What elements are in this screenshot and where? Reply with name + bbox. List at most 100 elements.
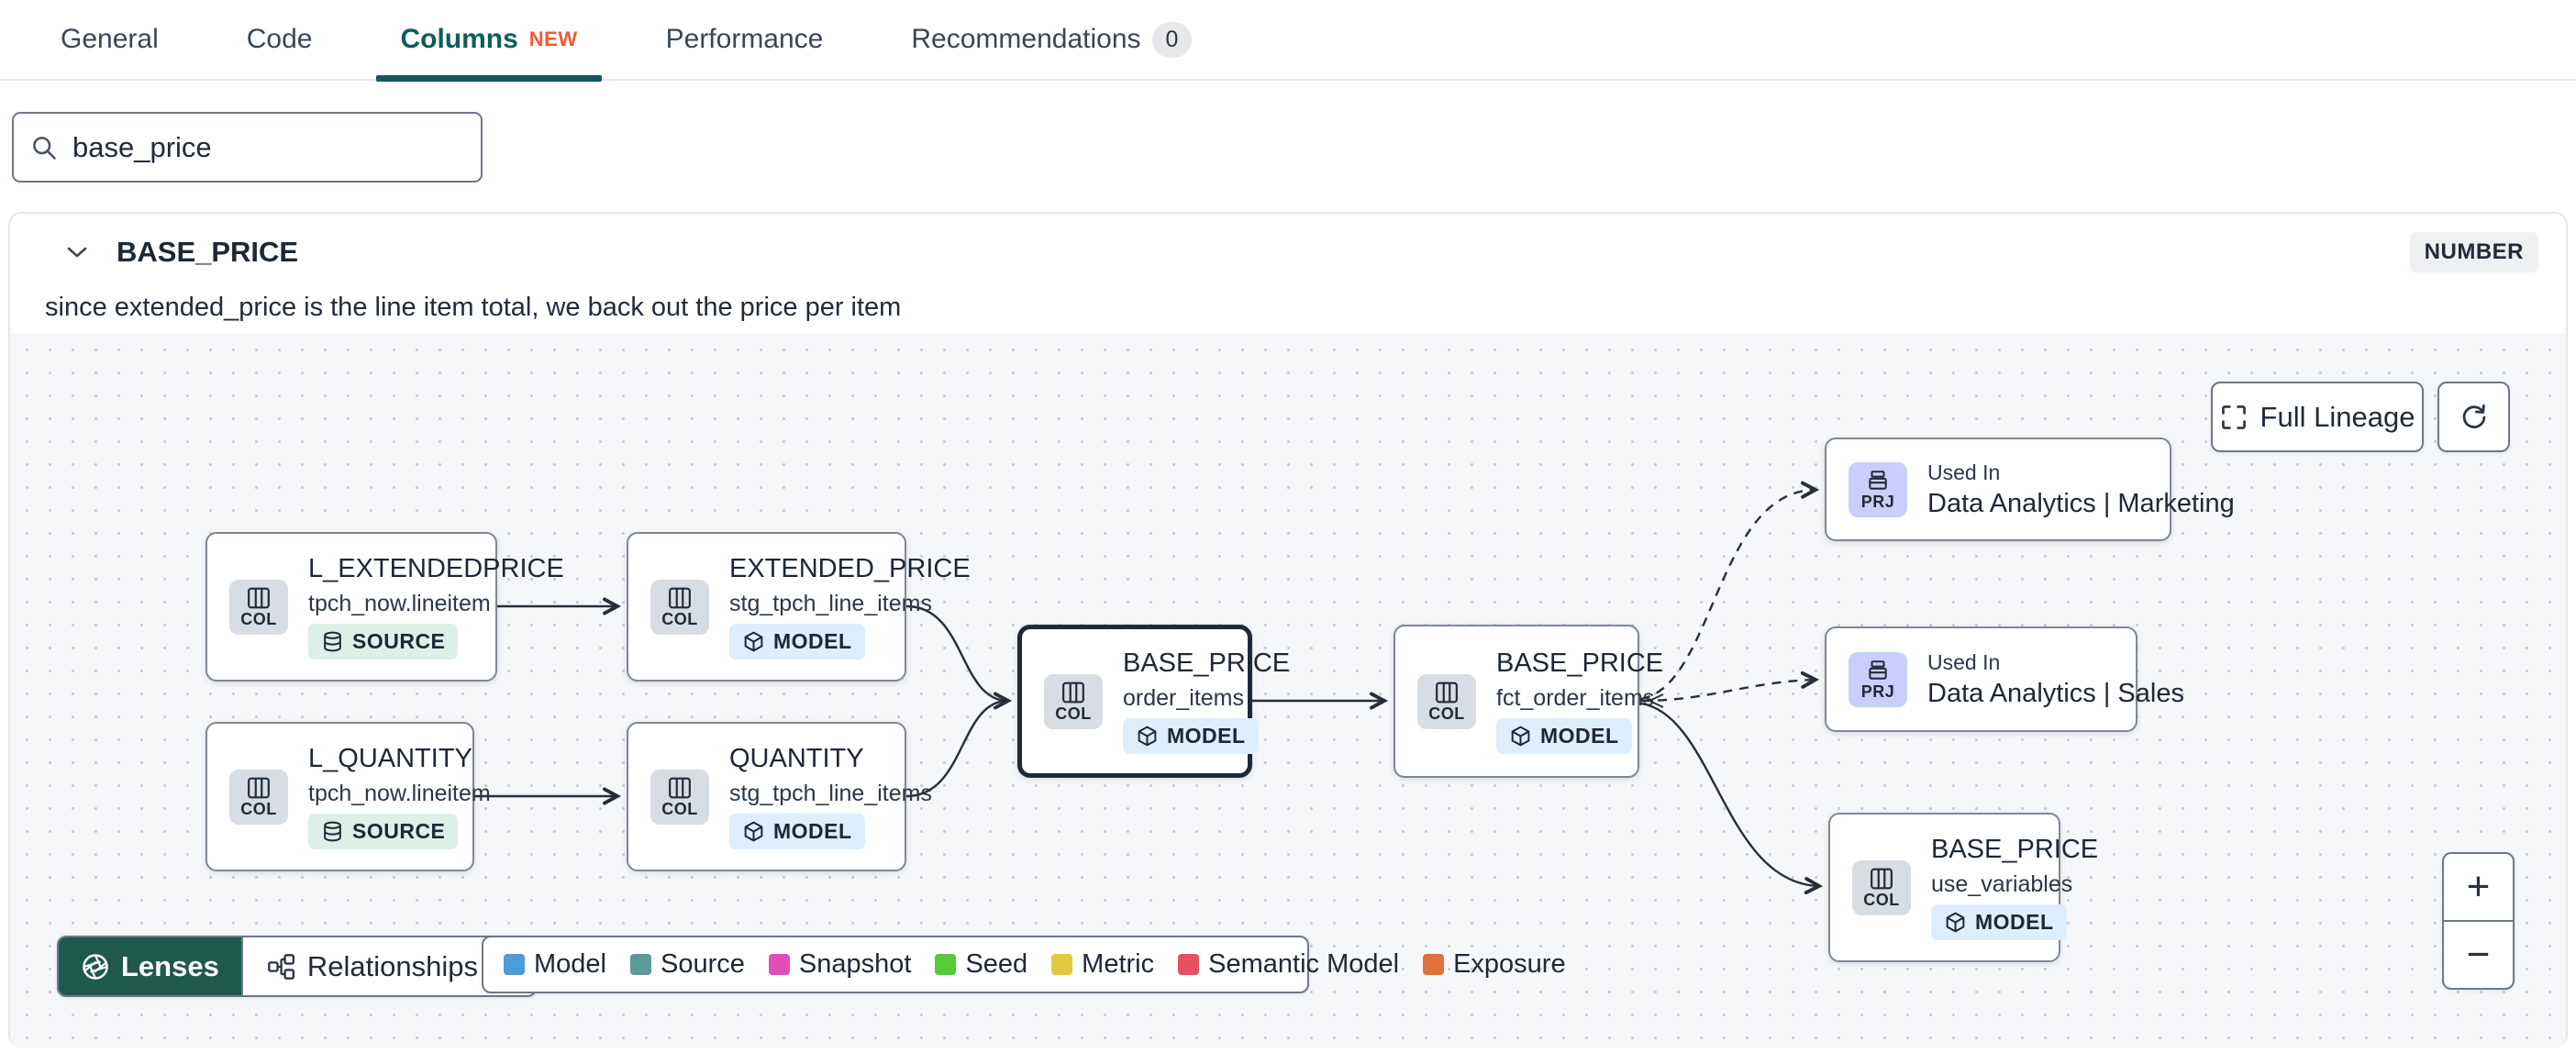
- collapse-chevron-icon[interactable]: [65, 245, 89, 260]
- node-title: L_EXTENDEDPRICE: [308, 554, 564, 583]
- resource-badge-model: MODEL: [1123, 718, 1259, 754]
- column-name: BASE_PRICE: [117, 236, 299, 268]
- legend-label: Exposure: [1453, 949, 1566, 979]
- node-subtitle: order_items: [1123, 685, 1244, 711]
- tab-label: Recommendations: [911, 24, 1141, 54]
- project-chip: PRJ: [1849, 651, 1907, 707]
- tab-label: Performance: [665, 24, 824, 54]
- node-title: QUANTITY: [729, 744, 864, 773]
- column-chip: COL: [229, 579, 288, 635]
- node-title: Data Analytics | Sales: [1927, 678, 2184, 708]
- cube-icon: [1511, 726, 1530, 747]
- refresh-button[interactable]: [2437, 382, 2510, 452]
- legend-swatch: [768, 954, 790, 975]
- node-subtitle: tpch_now.lineitem: [308, 591, 491, 616]
- node-subtitle: stg_tpch_line_items: [729, 591, 932, 616]
- resource-badge-label: SOURCE: [352, 819, 446, 843]
- new-badge: NEW: [528, 28, 578, 50]
- node-title: BASE_PRICE: [1496, 648, 1664, 678]
- node-subtitle: fct_order_items: [1496, 685, 1655, 711]
- legend-item-metric: Metric: [1051, 949, 1154, 980]
- cube-icon: [1138, 726, 1157, 747]
- lineage-node-base-price-fct-order-items[interactable]: COL BASE_PRICE fct_order_items MODEL: [1393, 625, 1663, 778]
- lineage-node-base-price-order-items[interactable]: COL BASE_PRICE order_items MODEL: [1017, 625, 1290, 778]
- legend-swatch: [1423, 954, 1445, 975]
- lineage-node-l-quantity[interactable]: COL L_QUANTITY tpch_now.lineitem SOURCE: [205, 722, 491, 871]
- tab-code[interactable]: Code: [247, 0, 313, 80]
- chip-label: PRJ: [1860, 492, 1895, 511]
- legend-item-model: Model: [504, 949, 606, 980]
- lineage-legend: Model Source Snapshot Seed Metric Semant…: [482, 936, 1566, 993]
- lenses-button[interactable]: Lenses: [59, 937, 241, 995]
- resource-badge-label: MODEL: [1975, 910, 2054, 934]
- legend-swatch: [935, 954, 957, 975]
- column-chip: COL: [1044, 673, 1103, 729]
- column-header: BASE_PRICE NUMBER since extended_price i…: [10, 214, 2566, 333]
- tab-recommendations[interactable]: Recommendations 0: [911, 0, 1193, 80]
- lineage-node-base-price-use-variables[interactable]: COL BASE_PRICE use_variables MODEL: [1828, 813, 2098, 962]
- relationships-icon: [267, 953, 294, 980]
- columns-icon: [1436, 682, 1458, 703]
- database-icon: [324, 631, 341, 652]
- tab-label: General: [61, 24, 159, 54]
- node-title: BASE_PRICE: [1931, 835, 2099, 864]
- lineage-canvas[interactable]: COL L_EXTENDEDPRICE tpch_now.lineitem SO…: [10, 333, 2566, 1047]
- lineage-node-used-in-sales[interactable]: PRJ Used In Data Analytics | Sales: [1825, 626, 2184, 732]
- cube-icon: [1946, 912, 1965, 933]
- project-box-icon: [1869, 470, 1887, 490]
- column-chip: COL: [650, 579, 709, 635]
- lineage-node-extended-price[interactable]: COL EXTENDED_PRICE stg_tpch_line_items M…: [627, 532, 971, 682]
- node-kicker: Used In: [1927, 649, 2001, 674]
- lineage-toolbar: Lenses Relationships: [57, 936, 537, 997]
- relationships-label: Relationships: [306, 949, 478, 982]
- column-chip: COL: [1417, 673, 1476, 729]
- chip-label: COL: [1055, 704, 1092, 723]
- column-chip: COL: [1852, 859, 1911, 915]
- lineage-node-l-extendedprice[interactable]: COL L_EXTENDEDPRICE tpch_now.lineitem SO…: [205, 532, 564, 682]
- node-subtitle: tpch_now.lineitem: [308, 781, 491, 806]
- resource-badge-source: SOURCE: [308, 814, 459, 849]
- legend-item-semantic-model: Semantic Model: [1178, 949, 1399, 980]
- chip-label: COL: [240, 799, 277, 818]
- column-chip: COL: [229, 769, 288, 825]
- legend-swatch: [504, 954, 525, 975]
- legend-label: Seed: [965, 949, 1028, 979]
- column-type-badge: NUMBER: [2409, 232, 2538, 272]
- legend-label: Model: [534, 949, 606, 979]
- legend-label: Snapshot: [798, 949, 912, 979]
- zoom-out-button[interactable]: −: [2466, 932, 2491, 977]
- aperture-icon: [83, 953, 108, 980]
- cube-icon: [744, 631, 763, 652]
- zoom-controls: + −: [2442, 852, 2515, 990]
- column-description: since extended_price is the line item to…: [45, 293, 902, 322]
- tab-general[interactable]: General: [61, 0, 159, 80]
- zoom-in-button[interactable]: +: [2444, 854, 2513, 922]
- resource-badge-source: SOURCE: [308, 624, 459, 660]
- column-chip: COL: [650, 769, 709, 825]
- resource-badge-model: MODEL: [1931, 904, 2067, 940]
- columns-icon: [669, 587, 691, 608]
- full-lineage-label: Full Lineage: [2260, 400, 2415, 433]
- node-title: Data Analytics | Marketing: [1927, 488, 2235, 518]
- resource-badge-label: MODEL: [773, 819, 852, 843]
- legend-label: Semantic Model: [1208, 949, 1400, 979]
- chip-label: COL: [661, 799, 698, 818]
- lineage-node-quantity[interactable]: COL QUANTITY stg_tpch_line_items MODEL: [627, 722, 932, 871]
- search-input[interactable]: [71, 129, 464, 165]
- chip-label: COL: [240, 609, 277, 628]
- resource-badge-label: MODEL: [773, 629, 852, 653]
- legend-label: Source: [661, 949, 745, 979]
- refresh-icon: [2462, 404, 2485, 428]
- full-lineage-button[interactable]: Full Lineage: [2211, 382, 2424, 452]
- tab-performance[interactable]: Performance: [666, 0, 824, 80]
- lineage-node-used-in-marketing[interactable]: PRJ Used In Data Analytics | Marketing: [1825, 438, 2235, 541]
- column-card: BASE_PRICE NUMBER since extended_price i…: [8, 212, 2568, 1047]
- chip-label: PRJ: [1860, 682, 1895, 701]
- node-title: EXTENDED_PRICE: [729, 554, 971, 583]
- tab-columns[interactable]: Columns NEW: [376, 0, 602, 82]
- project-chip: PRJ: [1849, 461, 1907, 517]
- tab-bar: General Code Columns NEW Performance Rec…: [0, 0, 2576, 82]
- cube-icon: [744, 821, 763, 842]
- column-search: [12, 112, 483, 183]
- lineage-edges: [474, 481, 1824, 895]
